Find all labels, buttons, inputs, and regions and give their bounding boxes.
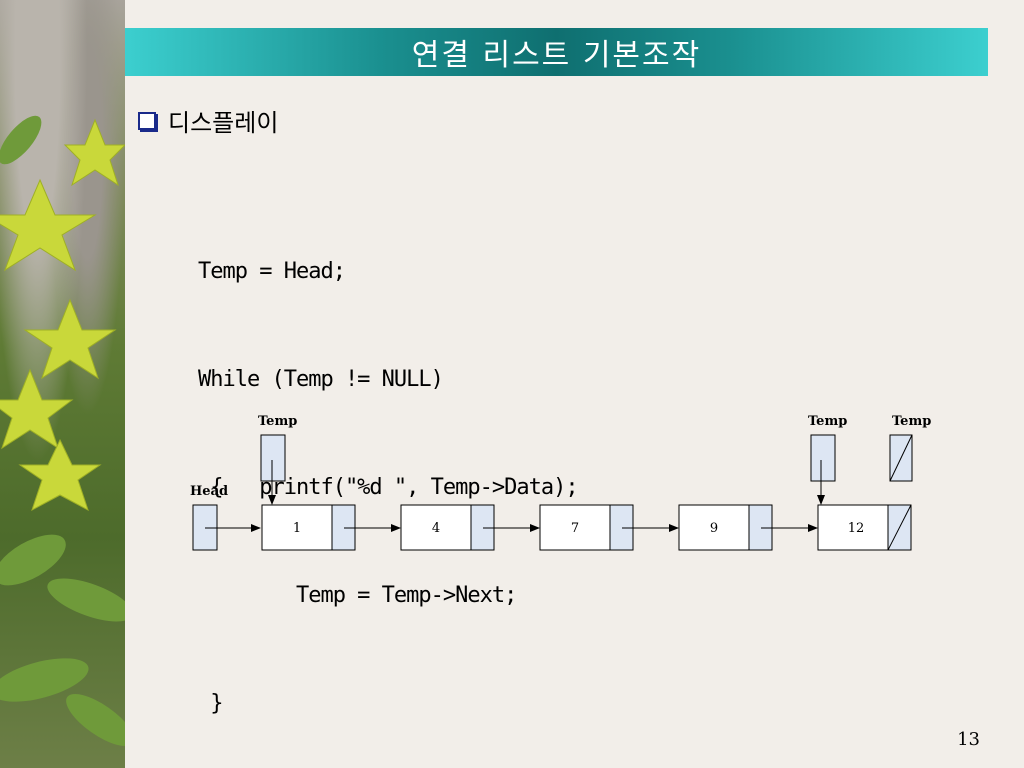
checkbox-bullet-icon [138,111,156,130]
node-data-box [817,504,889,551]
code-line: { printf("%d ", Temp->Data); [198,475,578,500]
temp-label: Temp [808,414,847,429]
title-bar: 연결 리스트 기본조작 [125,28,988,76]
temp-label: Temp [892,414,931,429]
temp-pointer-box [810,434,836,482]
null-slash [887,504,912,551]
node-value: 7 [571,521,579,536]
temp-label: Temp [258,414,297,429]
node-value: 1 [293,521,301,536]
node-data-box [678,504,750,551]
slide-title: 연결 리스트 기본조작 [411,38,702,73]
bullet-item: 디스플레이 [138,103,278,138]
node-value: 12 [848,521,865,536]
code-line: Temp = Head; [198,259,346,284]
decorative-flower-photo [0,0,125,768]
code-block: Temp = Head; While (Temp != NULL) { prin… [198,182,579,758]
node-value: 4 [432,521,440,536]
code-line: While (Temp != NULL) [198,367,444,392]
bullet-label: 디스플레이 [168,109,279,137]
code-line: Temp = Temp->Next; [198,583,517,608]
null-slash [889,434,913,482]
node-data-box [261,504,333,551]
code-line: } [198,691,223,716]
head-label: Head [190,484,228,499]
node-data-box [400,504,472,551]
linked-list-diagram: Head Temp 1 4 7 9 12 Temp Temp [190,414,931,551]
temp-pointer-box [260,434,286,482]
page-number: 13 [957,729,980,750]
node-value: 9 [710,521,718,536]
